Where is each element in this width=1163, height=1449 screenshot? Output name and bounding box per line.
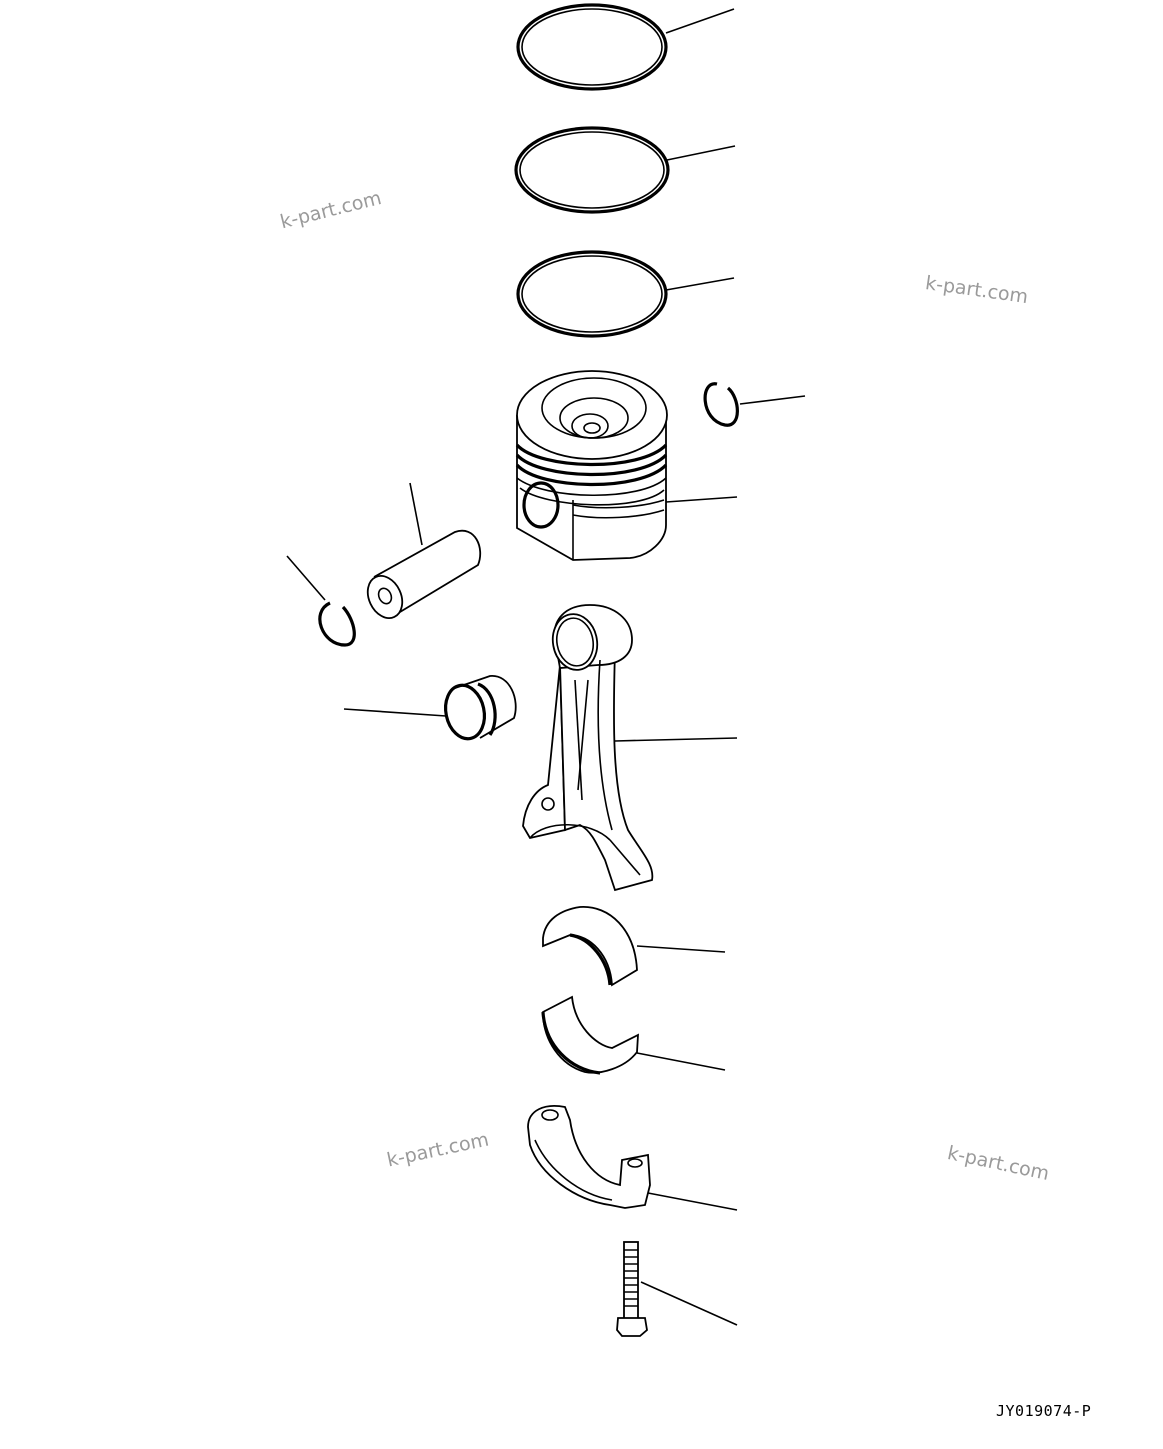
bearing-shell-lower xyxy=(541,995,726,1075)
snap-ring-right xyxy=(703,382,806,427)
piston xyxy=(515,370,738,561)
bearing-shell-upper xyxy=(542,906,726,987)
piston-pin xyxy=(366,482,482,619)
drawing-code: JY019074-P xyxy=(996,1402,1092,1420)
piston-ring-top xyxy=(516,3,735,91)
connecting-rod-cap xyxy=(527,1105,738,1211)
connecting-rod xyxy=(522,604,738,892)
cap-bolt xyxy=(616,1241,738,1337)
piston-ring-second xyxy=(514,126,736,214)
piston-ring-oil xyxy=(516,250,735,338)
snap-ring-left xyxy=(286,555,356,647)
small-end-bushing xyxy=(343,675,517,741)
